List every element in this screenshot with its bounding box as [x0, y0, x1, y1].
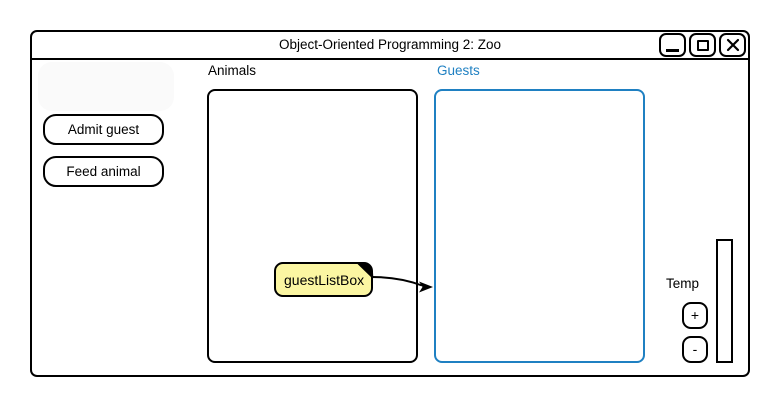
close-button[interactable]: [719, 33, 746, 57]
guestlistbox-callout-text: guestListBox: [284, 271, 365, 288]
maximize-icon: [696, 39, 709, 51]
temp-increase-button[interactable]: +: [682, 302, 708, 329]
animals-list-label: Animals: [208, 63, 257, 78]
maximize-button[interactable]: [689, 33, 716, 57]
close-icon: [726, 38, 739, 52]
admit-guest-button[interactable]: Admit guest: [43, 114, 164, 145]
guests-listbox[interactable]: [434, 89, 645, 363]
window-title: Object-Oriented Programming 2: Zoo: [278, 37, 502, 52]
temp-decrease-button[interactable]: -: [682, 336, 708, 363]
guests-list-label: Guests: [437, 63, 480, 78]
faded-placeholder: [38, 62, 174, 111]
minimize-button[interactable]: [659, 33, 686, 57]
feed-animal-button[interactable]: Feed animal: [43, 156, 164, 187]
guestlistbox-callout: guestListBox: [274, 262, 373, 297]
window-controls: [659, 33, 746, 57]
minimize-icon: [666, 49, 679, 52]
temp-label: Temp: [666, 276, 700, 291]
animals-listbox[interactable]: [207, 89, 418, 363]
temp-gauge: [716, 239, 733, 363]
window-titlebar[interactable]: Object-Oriented Programming 2: Zoo: [32, 32, 748, 60]
